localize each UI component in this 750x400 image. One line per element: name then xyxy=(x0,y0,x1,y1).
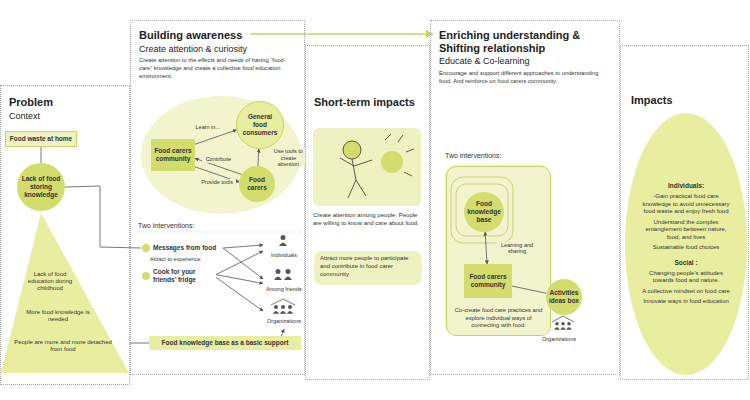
note-label: Two interventions: xyxy=(445,152,545,159)
knowledge-ground xyxy=(445,165,550,335)
concentric-outlines xyxy=(451,177,513,243)
node-text: Individuals: xyxy=(668,182,704,190)
node-text: Food knowledge base xyxy=(467,200,501,223)
node-text: Food carers xyxy=(242,176,272,192)
node-text: Organizations xyxy=(267,318,301,325)
enriching-panel: Enriching understanding & Shifting relat… xyxy=(430,20,620,375)
node-text: Innovate ways in food education xyxy=(643,298,729,306)
node-text: More food knowledge is needed xyxy=(21,309,95,323)
community-box: Food carers community xyxy=(151,139,195,171)
node-text: General food consumers xyxy=(240,113,280,136)
carer-circle: Food carers xyxy=(239,166,275,202)
consumer-circle: General food consumers xyxy=(236,101,284,149)
impacts-panel: ImpactsIndividuals: -Gain practical food … xyxy=(620,45,749,380)
audience-icon: Among friends xyxy=(263,267,305,297)
node-text: Messages from food xyxy=(153,244,216,252)
panel-heading: Short-term impacts xyxy=(314,96,421,109)
node-text: Encourage and support different approach… xyxy=(439,70,611,85)
audience-icon: Individuals xyxy=(263,233,305,263)
panel-heading: Impacts xyxy=(631,94,738,107)
note-label: Two interventions: xyxy=(138,222,258,229)
note-label: Create attention among people: People ar… xyxy=(313,212,421,228)
node-text: Create attention to the effects and need… xyxy=(139,57,296,80)
panel-heading: Building awareness xyxy=(139,29,296,42)
context-panel: ProblemContextFood waste at homeLack of … xyxy=(0,85,130,385)
connector xyxy=(223,245,263,248)
organization-icon xyxy=(271,299,295,314)
node-text: Food carers community xyxy=(154,147,192,163)
note-label: Attract to experience xyxy=(150,256,210,263)
friends-icon xyxy=(274,269,292,280)
edge-label: Learning and sharing xyxy=(496,242,538,255)
connector xyxy=(223,248,263,279)
activities-circle: Activities ideas box xyxy=(546,279,582,315)
node-text: Food waste at home xyxy=(10,135,72,143)
connector xyxy=(216,251,263,275)
individual-icon xyxy=(279,235,287,246)
node-text: -Gain practical food care knowledge to a… xyxy=(641,193,731,216)
connector xyxy=(129,343,149,344)
person-illustration xyxy=(340,134,414,198)
organization-icon xyxy=(552,316,574,330)
problem-circle: Lack of food storing knowledge xyxy=(17,163,65,211)
impact-pill: Attract more people to participate and c… xyxy=(314,251,422,285)
support-bar: Food knowledge base as a basic support xyxy=(149,336,301,350)
intervention-item: Cook for your friends’ fridge xyxy=(141,269,216,283)
node-text: Cook for your friends’ fridge xyxy=(153,268,214,284)
node-text: Among friends xyxy=(266,286,301,293)
note-label: Organizations xyxy=(542,336,586,343)
panel-heading: Problem xyxy=(9,96,121,109)
connector xyxy=(41,147,42,163)
illustration-panel xyxy=(313,128,421,206)
edge-label: Use tools to create attention xyxy=(271,148,305,167)
node-text: Sustainable food choices xyxy=(653,244,720,252)
node-text: Attract more people to participate and c… xyxy=(320,255,416,278)
knowledge-circle: Food knowledge base xyxy=(464,192,504,232)
community-box: Food carers community xyxy=(464,264,512,298)
connector xyxy=(281,329,284,336)
awareness-panel: Building awarenessCreate attention & cur… xyxy=(130,20,305,375)
cause-triangle: Lack of food education during childhoodM… xyxy=(1,213,129,373)
node-text: Lack of food education during childhood xyxy=(23,271,77,293)
node-text: A collective mindset on food care xyxy=(642,288,730,296)
intervention-item: Messages from food xyxy=(141,241,223,255)
separator xyxy=(138,232,300,233)
node-text: Understand the complex entanglement betw… xyxy=(641,219,731,242)
panel-heading: Enriching understanding & Shifting relat… xyxy=(439,29,611,54)
node-text: Individuals xyxy=(271,252,297,259)
triangle-shape xyxy=(1,213,129,373)
problem-box: Food waste at home xyxy=(5,131,77,147)
audience-icon: Organizations xyxy=(263,299,305,329)
edge-label: Learn in... xyxy=(192,124,224,130)
node-text: Changing people's attitudes towards food… xyxy=(641,270,731,285)
node-text: Food carers community xyxy=(467,273,509,289)
node-text: Lack of food storing knowledge xyxy=(20,175,62,198)
node-text: Activities ideas box xyxy=(549,289,579,305)
connector xyxy=(195,130,237,144)
node-text: Social : xyxy=(674,259,697,267)
connector xyxy=(257,149,259,166)
node-text: Co-create food care practices and explor… xyxy=(453,307,544,330)
node-text: People are more and more detached from f… xyxy=(13,339,113,353)
node-text: Educate & Co-learning xyxy=(439,56,611,67)
node-text: Context xyxy=(9,111,121,122)
connector xyxy=(485,232,487,264)
node-text: Food knowledge base as a basic support xyxy=(162,339,289,347)
impacts-ellipse: Individuals: -Gain practical food care kn… xyxy=(625,113,747,375)
node-text: Create attention & curiosity xyxy=(139,44,296,55)
connector xyxy=(512,286,546,293)
edge-label: Contribute xyxy=(202,156,234,162)
connector xyxy=(216,277,263,311)
edge-label: Provide tools xyxy=(198,179,236,185)
flow-arrow xyxy=(250,33,428,35)
